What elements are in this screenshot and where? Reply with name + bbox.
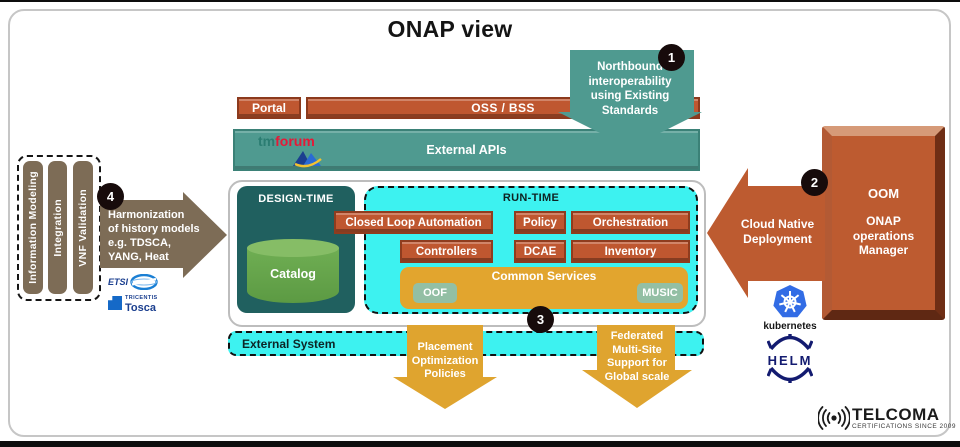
federated-line-2: Multi-Site <box>612 343 662 356</box>
bottom-trim <box>0 441 960 447</box>
top-trim <box>0 0 960 2</box>
federated-line-3: Support for <box>607 357 667 369</box>
integration-bar: Integration <box>48 161 67 294</box>
tosca-square-icon <box>108 296 122 310</box>
placement-line-3: Policies <box>424 368 466 380</box>
tricentis-tosca-logo: TRICENTIS Tosca <box>108 295 158 314</box>
tmforum-tm-text: tm <box>258 133 276 149</box>
music-label: MUSIC <box>642 287 678 299</box>
kubernetes-icon <box>773 285 807 318</box>
badge-4-number: 4 <box>106 189 115 204</box>
design-time-label: DESIGN-TIME <box>258 193 334 205</box>
catalog-label-wrap: Catalog <box>247 262 339 286</box>
kubernetes-label: kubernetes <box>763 321 817 332</box>
integration-label: Integration <box>51 198 64 257</box>
harmonization-line-4: YANG, Heat <box>108 251 169 263</box>
telcoma-tagline: CERTIFICATIONS SINCE 2009 <box>852 422 957 430</box>
harmonization-line-2: of history models <box>108 223 200 235</box>
catalog-cylinder-top <box>247 239 339 257</box>
helm-text: HELM <box>767 353 813 368</box>
badge-1-number: 1 <box>667 50 676 65</box>
placement-line-1: Placement <box>417 341 473 353</box>
cloud-native-text: Cloud Native Deployment <box>730 217 825 246</box>
tmforum-mark-icon <box>293 151 322 168</box>
run-time-label: RUN-TIME <box>502 192 560 204</box>
helm-logo: HELM <box>765 334 815 388</box>
badge-3-number: 3 <box>536 312 545 327</box>
northbound-line-3: using Existing <box>590 90 670 102</box>
vnf-validation-bar: VNF Validation <box>73 161 93 294</box>
telcoma-logo: TELCOMA CERTIFICATIONS SINCE 2009 <box>818 404 956 432</box>
closed-loop-automation-label: Closed Loop Automation <box>345 216 482 229</box>
cloud-native-line-2: Deployment <box>743 231 812 246</box>
policy-box: Policy <box>514 211 566 234</box>
oom-line-1: ONAP <box>866 214 901 228</box>
helm-bottom-icon <box>766 366 814 383</box>
oom-line-2: operations <box>852 228 915 243</box>
inventory-box: Inventory <box>571 240 690 263</box>
information-modeling-label: Information Modeling <box>27 171 39 284</box>
outer-frame <box>8 9 951 437</box>
northbound-line-1: Northbound <box>597 61 663 73</box>
oom-subtitle: ONAP operations Manager <box>853 214 914 258</box>
catalog-cylinder-body <box>247 248 339 303</box>
northbound-line-2: interoperability <box>588 75 672 88</box>
federated-line-1: Federated <box>610 330 664 342</box>
oss-bss-label: OSS / BSS <box>471 101 535 115</box>
catalog-label: Catalog <box>270 267 316 281</box>
portal-label: Portal <box>251 101 286 115</box>
controllers-box: Controllers <box>400 240 493 263</box>
cloud-native-line-1: Cloud Native <box>740 217 815 231</box>
placement-line-2: Optimization <box>411 354 479 367</box>
badge-4: 4 <box>97 183 124 210</box>
harmonization-line-3: e.g. TDSCA, <box>108 237 171 249</box>
vnf-validation-label: VNF Validation <box>77 188 89 267</box>
etsi-logo: ETSI <box>108 274 158 290</box>
oof-pill: OOF <box>413 283 457 303</box>
badge-3: 3 <box>527 306 554 333</box>
oom-box: OOM ONAP operations Manager <box>822 126 945 320</box>
page-title: ONAP view <box>387 16 513 42</box>
oof-label: OOF <box>423 287 447 299</box>
tmforum-logo: tmforum <box>258 133 315 149</box>
policy-label: Policy <box>523 216 557 229</box>
telcoma-text: TELCOMA <box>852 404 940 424</box>
information-modeling-bar: Information Modeling <box>23 161 43 294</box>
dcae-box: DCAE <box>514 240 566 263</box>
external-apis-box: tmforum External APIs <box>233 129 700 171</box>
inventory-label: Inventory <box>604 245 657 258</box>
closed-loop-automation-box: Closed Loop Automation <box>334 211 493 234</box>
external-apis-label: External APIs <box>426 143 507 157</box>
radio-waves-icon <box>818 406 850 430</box>
tmforum-forum-text: forum <box>275 133 315 149</box>
external-system-label: External System <box>242 336 336 351</box>
northbound-line-4: Standards <box>601 104 659 117</box>
oom-line-3: Manager <box>858 243 909 257</box>
tricentis-text: TRICENTIS <box>125 295 158 301</box>
external-apis-label-wrap: External APIs <box>235 131 698 169</box>
federated-line-4: Global scale <box>604 370 670 383</box>
common-services-label: Common Services <box>491 269 597 283</box>
badge-2: 2 <box>801 169 828 196</box>
oom-title: OOM <box>867 186 900 201</box>
etsi-text: ETSI <box>108 277 129 287</box>
tosca-text: Tosca <box>125 301 156 314</box>
badge-1: 1 <box>658 44 685 71</box>
controllers-label: Controllers <box>415 245 478 258</box>
etsi-globe-icon <box>130 274 158 290</box>
music-pill: MUSIC <box>637 283 683 303</box>
dcae-label: DCAE <box>523 245 557 258</box>
orchestration-label: Orchestration <box>592 216 669 229</box>
harmonization-line-1: Harmonization <box>108 209 185 221</box>
helm-top-icon <box>766 334 814 351</box>
portal-box: Portal <box>237 97 301 119</box>
orchestration-box: Orchestration <box>571 211 690 234</box>
badge-2-number: 2 <box>810 175 819 190</box>
